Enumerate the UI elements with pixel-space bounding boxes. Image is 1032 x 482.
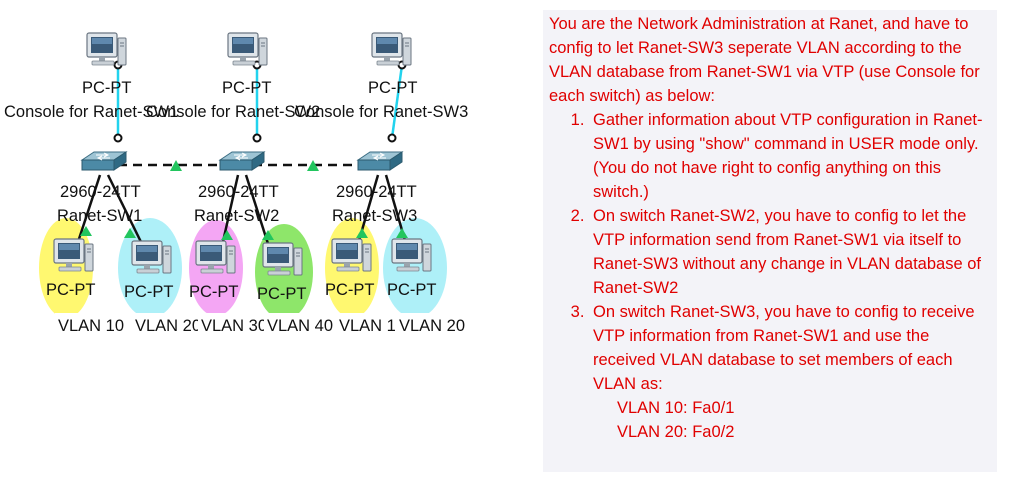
switch-icon[interactable]	[81, 151, 127, 171]
instruction-step-text: On switch Ranet-SW3, you have to config …	[593, 303, 975, 393]
trunk-links	[118, 160, 380, 171]
vlan-member-line: VLAN 10: Fa0/1	[617, 399, 735, 417]
switch-model-label: 2960-24TT	[60, 183, 141, 201]
network-topology	[39, 32, 447, 320]
vlan-label: VLAN 20	[132, 313, 198, 339]
console-pc-icon[interactable]	[86, 32, 127, 66]
host-pc-type-label: PC-PT	[257, 285, 307, 303]
vlan-label: VLAN 30	[198, 313, 266, 339]
console-pc-icon[interactable]	[371, 32, 412, 66]
switch-icon[interactable]	[219, 151, 265, 171]
switch-model-label: 2960-24TT	[198, 183, 279, 201]
link-status-lights	[80, 226, 408, 240]
switch-name-label: Ranet-SW1	[57, 207, 143, 225]
host-pc-type-label: PC-PT	[124, 283, 174, 301]
console-type-label: PC-PT	[368, 79, 418, 97]
vlan-label: VLAN 10	[336, 313, 398, 339]
instruction-step: On switch Ranet-SW3, you have to config …	[589, 300, 991, 396]
vlan-label: VLAN 20	[396, 313, 488, 339]
instruction-step: On switch Ranet-SW2, you have to config …	[589, 204, 991, 300]
console-name-label: Console for Ranet-SW3	[294, 103, 469, 121]
console-name-label: Console for Ranet-SW2	[146, 103, 321, 121]
switch-icon[interactable]	[357, 151, 403, 171]
console-pc-icon[interactable]	[227, 32, 268, 66]
console-type-label: PC-PT	[222, 79, 272, 97]
host-pc-type-label: PC-PT	[387, 281, 437, 299]
vlan-label: VLAN 40	[264, 313, 340, 339]
console-type-label: PC-PT	[82, 79, 132, 97]
console-cables	[116, 64, 404, 139]
host-pc-type-label: PC-PT	[325, 281, 375, 299]
console-port-markers	[113, 60, 407, 143]
host-pc-type-label: PC-PT	[189, 283, 239, 301]
console-name-label: Console for Ranet-SW1	[4, 103, 179, 121]
instructions-steps: Gather information about VTP configurati…	[549, 108, 991, 396]
instructions-intro: You are the Network Administration at Ra…	[549, 15, 980, 105]
vlan-member-line: VLAN 20: Fa0/2	[617, 423, 735, 441]
switch-name-label: Ranet-SW2	[194, 207, 280, 225]
instruction-step: Gather information about VTP configurati…	[589, 108, 991, 204]
switch-model-label: 2960-24TT	[336, 183, 417, 201]
vlan-label: VLAN 10	[55, 313, 135, 339]
switch-name-label: Ranet-SW3	[332, 207, 418, 225]
instructions-note: You are the Network Administration at Ra…	[543, 10, 997, 472]
host-pc-type-label: PC-PT	[46, 281, 96, 299]
